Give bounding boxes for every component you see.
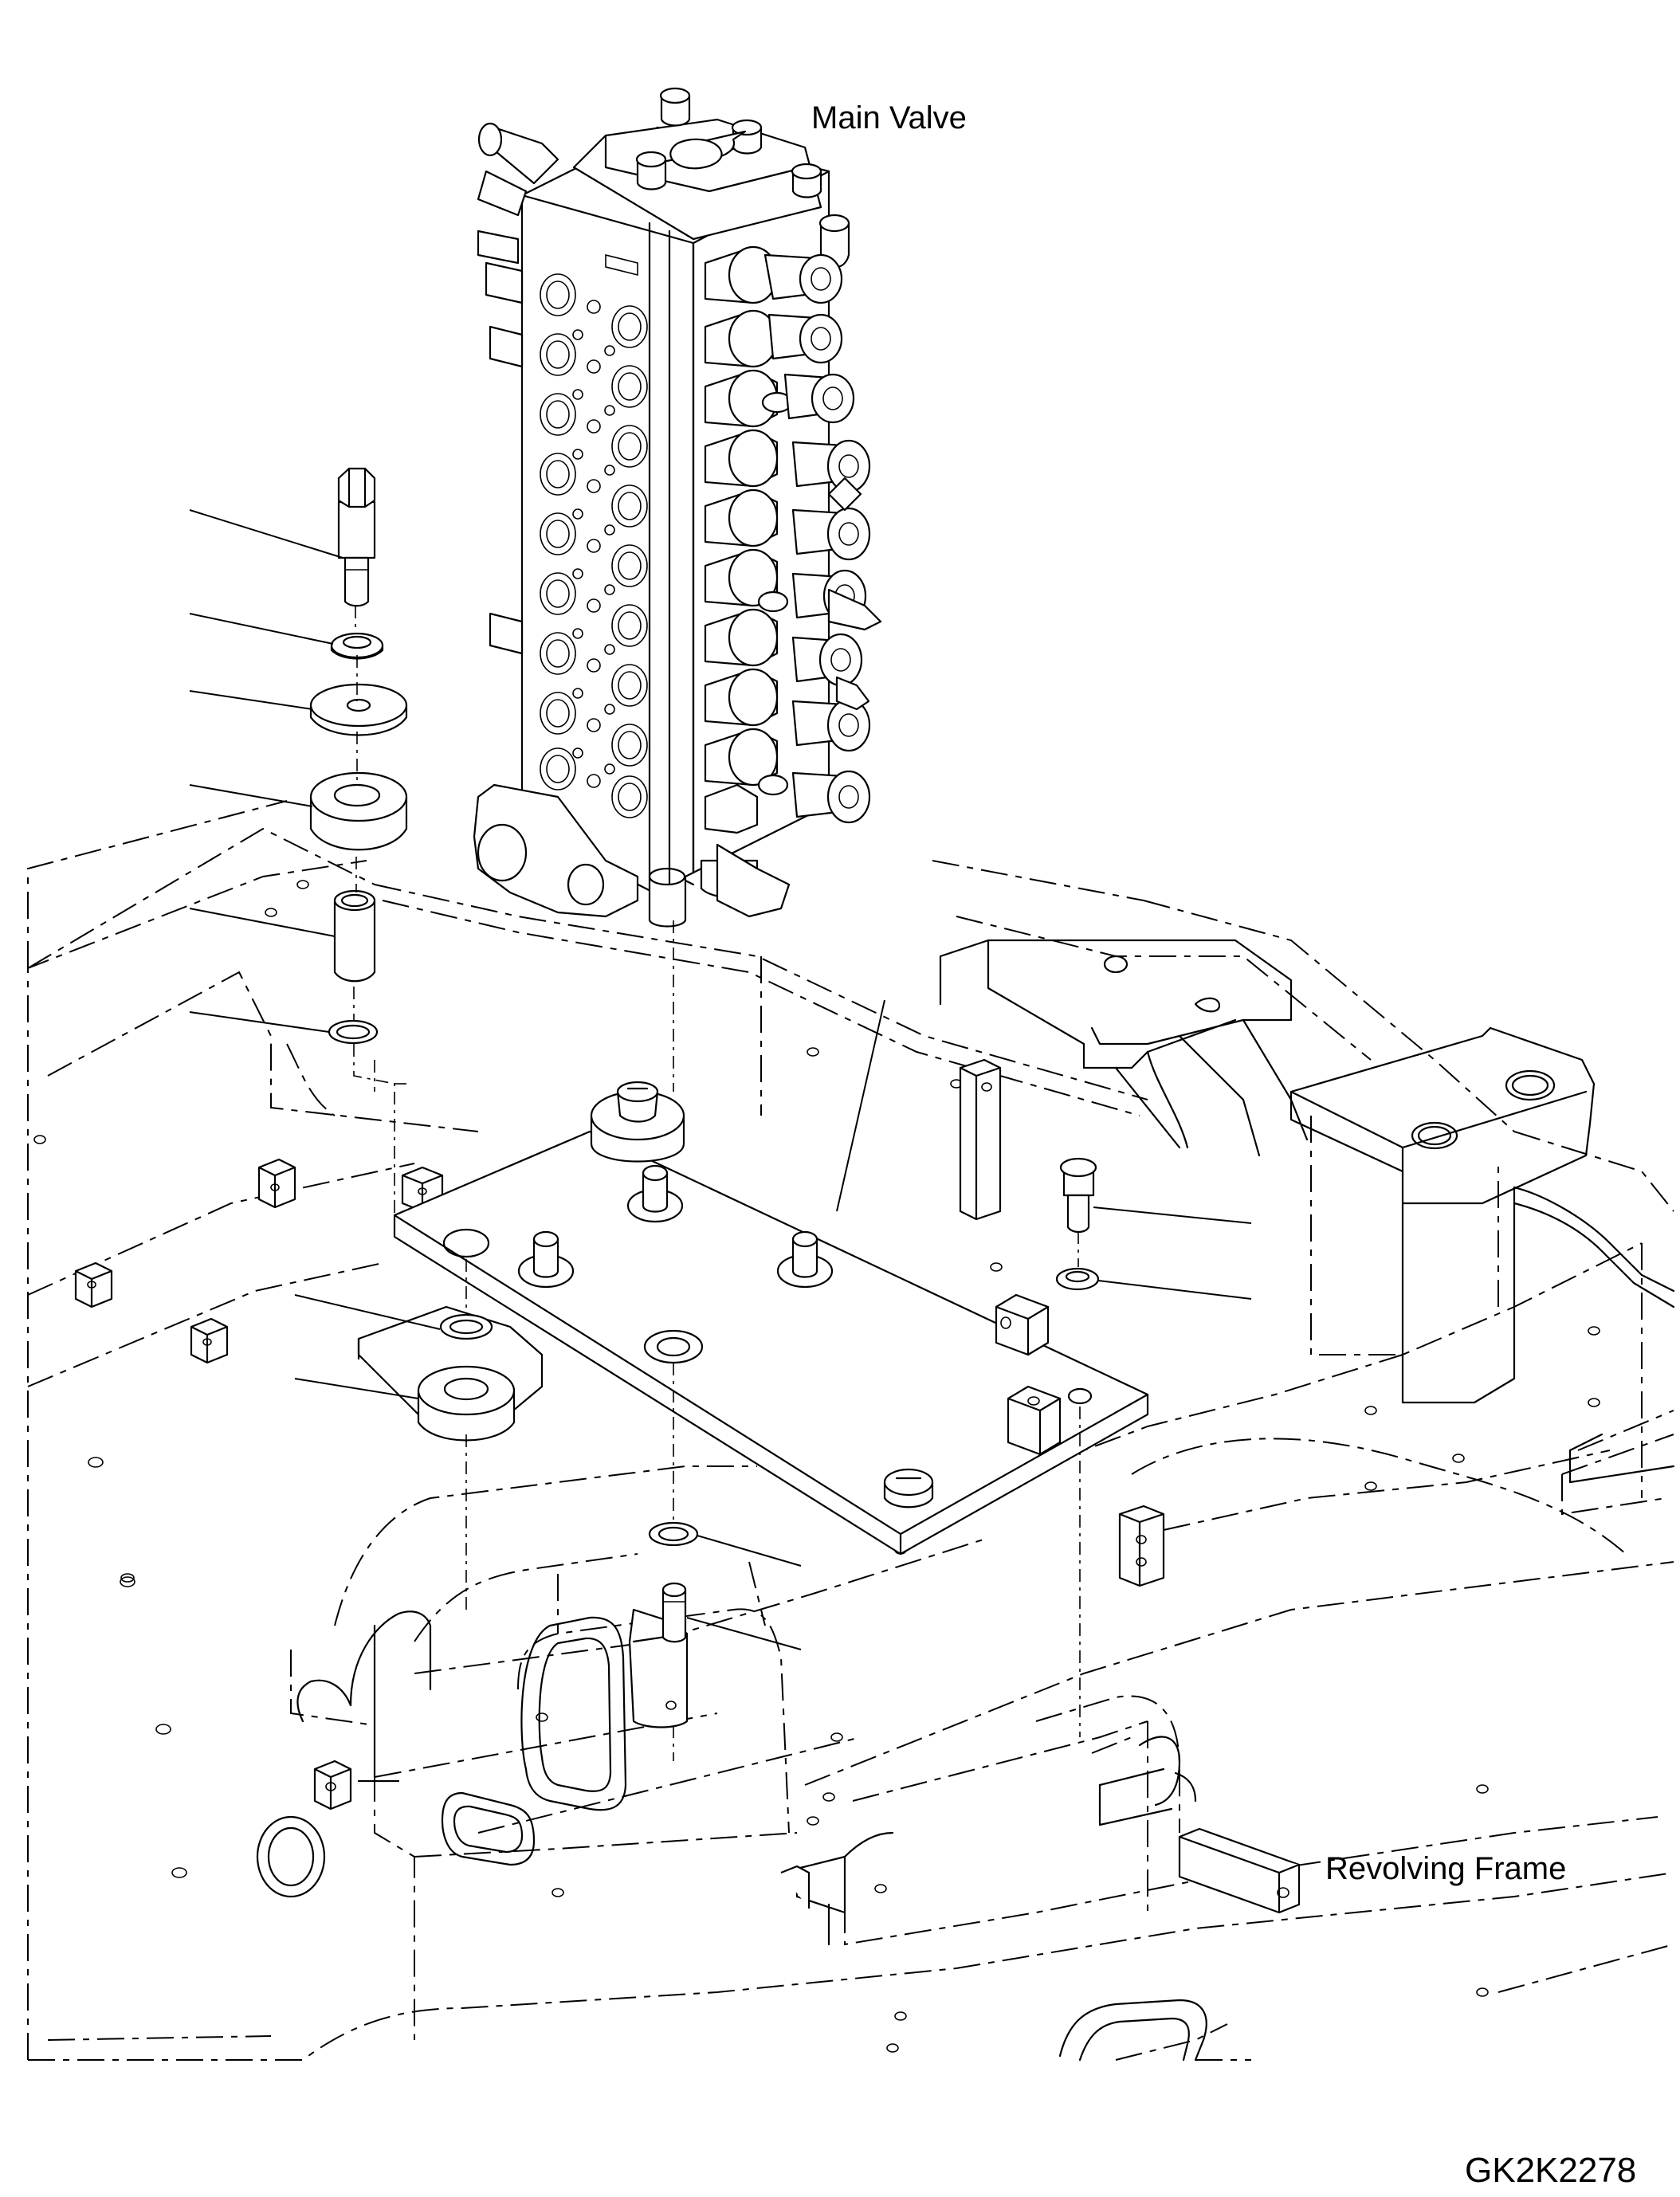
assembly-centerlines: [353, 606, 1081, 1761]
leader-lines: [189, 509, 1252, 1650]
drawing-code-label: GK2K2278: [1465, 2151, 1637, 2190]
revolving-frame-label: Revolving Frame: [1325, 1851, 1567, 1886]
main-valve-label: Main Valve: [811, 100, 967, 135]
plate-studs: [517, 1164, 834, 1289]
lower-center-stack: [628, 1521, 699, 1728]
plate-corner-parts: [590, 1081, 1062, 1508]
mounting-bracket-plate: [393, 1130, 1149, 1556]
left-mount-stack: [309, 467, 408, 1045]
main-valve: [473, 87, 882, 928]
revolving-frame: [27, 800, 1675, 2062]
lower-left-stack: [357, 1305, 544, 1442]
right-bolt-washer: [1055, 1157, 1100, 1291]
